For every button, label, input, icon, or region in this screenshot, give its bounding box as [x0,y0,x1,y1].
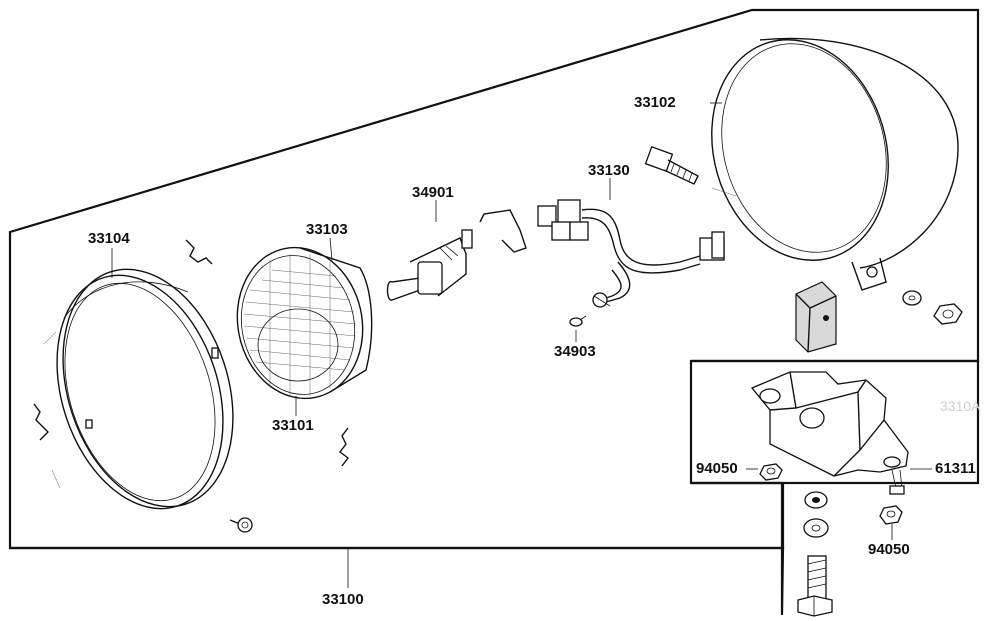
spring-clip-upper [185,239,213,265]
spring-clip-left [33,403,49,441]
headlight-rim [43,268,234,510]
leader-lines [111,102,932,588]
position-bulb [569,315,587,327]
housing-bolt [644,145,699,185]
label-33100: 33100 [322,591,364,608]
spring-clip-lower [339,427,349,467]
mounting-bracket [750,371,909,495]
label-33103: 33103 [306,221,348,238]
label-34901: 34901 [412,184,454,201]
assembly-frame-bottom [10,483,785,550]
label-33130: 33130 [588,162,630,179]
label-33102: 33102 [634,94,676,111]
bracket-washer-lower [803,518,829,538]
bracket-nut-left [759,463,783,481]
headlight-housing [711,37,959,291]
label-61311: 61311 [935,460,976,477]
label-34903: 34903 [554,343,596,360]
faint-label: 3310A [940,398,981,414]
label-33101: 33101 [272,417,314,434]
bracket-washer-upper [804,491,828,509]
bracket-subframe [691,359,980,485]
rim-screw [229,517,253,533]
housing-washer [902,290,922,306]
bracket-nut-right [879,505,903,525]
bracket-bolt [797,555,833,617]
label-94050-left: 94050 [696,460,738,477]
label-33104: 33104 [88,230,130,247]
rubber-damper [795,281,837,353]
wiring-harness [537,199,725,308]
lens-unit [236,246,373,400]
label-94050-right: 94050 [868,541,910,558]
wire-clip [479,209,527,253]
housing-nut [933,303,963,325]
headlight-bulb [386,229,473,301]
